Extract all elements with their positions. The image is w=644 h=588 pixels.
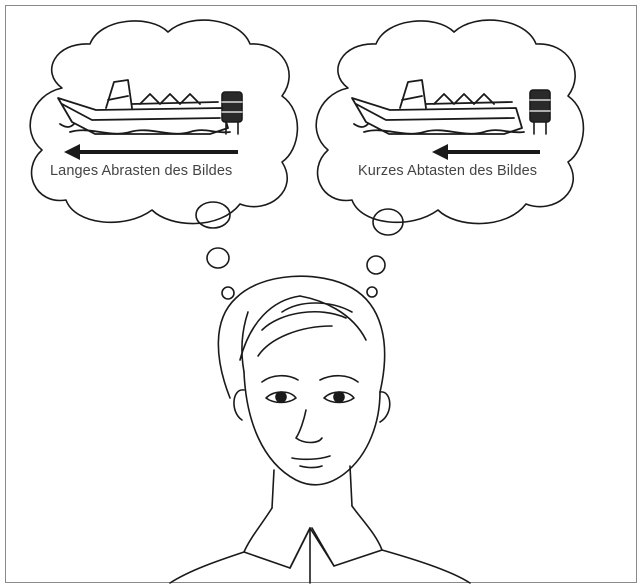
boat-icon [352, 80, 524, 134]
thought-bubble-right-3 [367, 287, 377, 297]
person-face-illustration [170, 276, 470, 583]
boat-icon [58, 80, 230, 134]
buoy-icon [530, 90, 550, 134]
thought-cloud-left [30, 20, 297, 223]
arrow-left-icon [432, 144, 540, 160]
caption-short-scan: Kurzes Abtasten des Bildes [358, 163, 537, 179]
thought-bubble-left-3 [222, 287, 234, 299]
thought-bubble-left-1 [196, 202, 230, 228]
thought-bubble-left-2 [207, 248, 229, 268]
caption-long-scan: Langes Abrasten des Bildes [50, 163, 232, 179]
arrow-left-icon [64, 144, 238, 160]
thought-bubble-right-2 [367, 256, 385, 274]
buoy-icon [222, 92, 242, 134]
